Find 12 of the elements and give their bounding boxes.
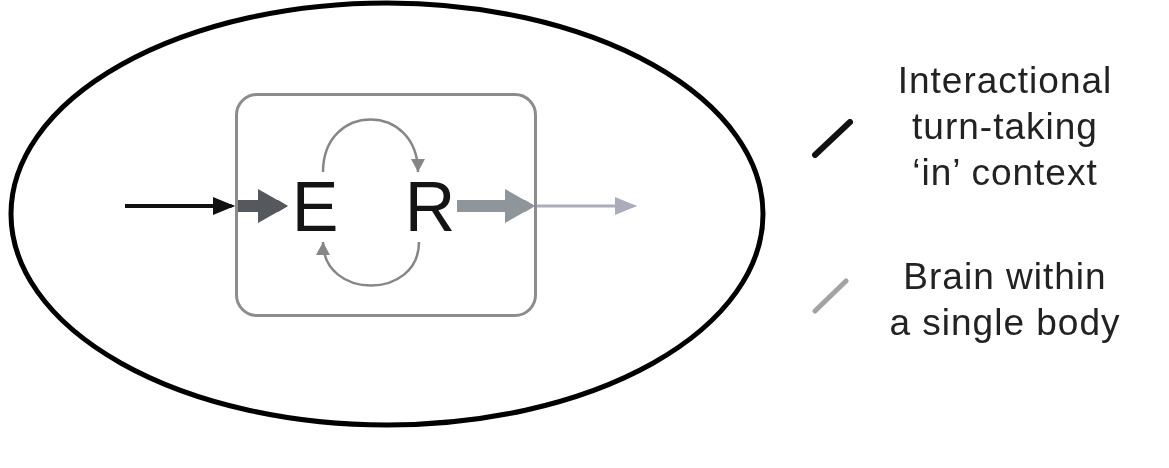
node-label: R: [403, 172, 457, 242]
rounded-box: [235, 93, 537, 317]
legend-text: Brain within a single body: [888, 255, 1122, 345]
thick-arrow: [457, 189, 535, 223]
node-label: E: [288, 172, 342, 242]
curved-arrow: [317, 241, 421, 287]
arrow: [125, 197, 235, 215]
legend-text: Interactional turn-taking ‘in’ context: [896, 59, 1114, 195]
context-ellipse: [8, 0, 766, 428]
arrow: [537, 197, 637, 215]
curved-arrow: [321, 118, 424, 173]
thick-arrow: [236, 189, 288, 223]
